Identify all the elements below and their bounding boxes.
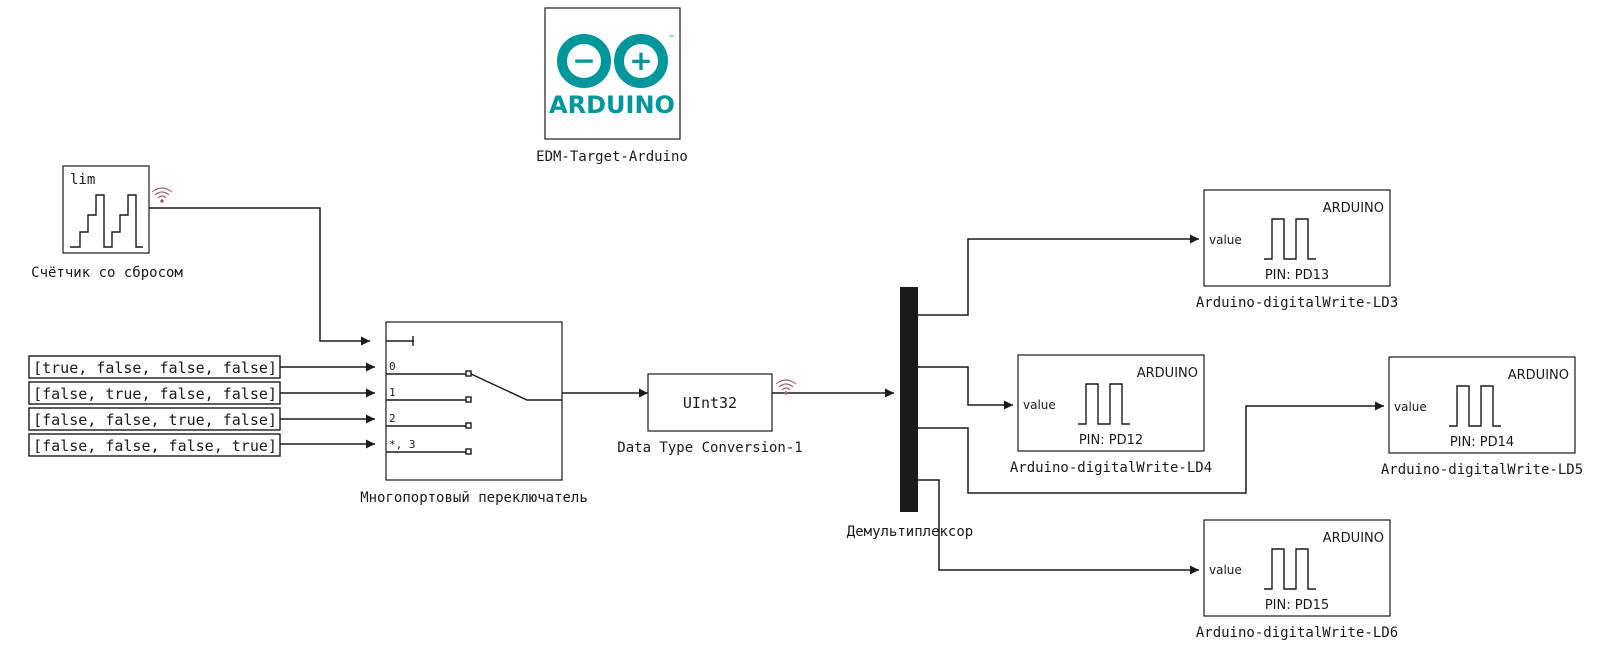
constant-block-0[interactable]: [true, false, false, false] (28, 355, 281, 379)
writer-brand: ARDUINO (1323, 531, 1384, 546)
writer-brand: ARDUINO (1323, 201, 1384, 216)
signal-lines (148, 207, 1384, 575)
arduino-logo: − + ™ ARDUINO (549, 34, 675, 119)
multiport-switch-block[interactable]: 0 1 2 *, 3 Многопортовый переключатель (360, 321, 588, 506)
conversion-block-label: Data Type Conversion-1 (617, 440, 802, 456)
constant-block-1[interactable]: [false, true, false, false] (28, 381, 281, 405)
constant-block-2[interactable]: [false, false, true, false] (28, 407, 281, 431)
pulse-icon (1078, 383, 1130, 425)
line-counter-to-switch-control[interactable] (148, 207, 370, 346)
line-demux-to-ld3[interactable] (918, 234, 1199, 316)
logo-minus: − (572, 44, 595, 77)
writer-port: value (1209, 563, 1242, 577)
counter-block[interactable]: lim Счётчик со сбросом (31, 165, 183, 281)
writer-pin: PIN: PD14 (1450, 435, 1514, 450)
switch-port-0: 0 (389, 360, 396, 373)
writer-brand: ARDUINO (1508, 368, 1569, 383)
pulse-icon (1449, 385, 1501, 427)
switch-port-lines (386, 370, 472, 455)
writer-block-ld5[interactable]: ARDUINO value PIN: PD14 Arduino-digitalW… (1381, 356, 1583, 478)
constant-0-value: [true, false, false, false] (33, 359, 277, 377)
demux-block-label: Демультиплексор (847, 524, 973, 540)
switch-arm (470, 373, 562, 401)
conversion-block[interactable]: UInt32 Data Type Conversion-1 (617, 373, 803, 456)
writer-label: Arduino-digitalWrite-LD4 (1010, 460, 1212, 476)
writer-pin: PIN: PD13 (1265, 268, 1329, 283)
conversion-type-text: UInt32 (683, 394, 737, 412)
switch-block-label: Многопортовый переключатель (360, 490, 588, 506)
line-demux-to-ld4[interactable] (918, 366, 1013, 410)
staircase-icon (70, 194, 143, 248)
counter-lim-text: lim (70, 172, 95, 188)
switch-port-3: *, 3 (389, 438, 416, 451)
writer-port: value (1209, 233, 1242, 247)
writer-pin: PIN: PD12 (1079, 433, 1143, 448)
constant-blocks: [true, false, false, false] [false, true… (28, 355, 281, 457)
target-arduino-block[interactable]: − + ™ ARDUINO EDM-Target-Arduino (536, 7, 688, 165)
writer-block-ld3[interactable]: ARDUINO value PIN: PD13 Arduino-digitalW… (1196, 189, 1398, 311)
writer-brand: ARDUINO (1137, 366, 1198, 381)
writer-label: Arduino-digitalWrite-LD5 (1381, 462, 1583, 478)
writer-label: Arduino-digitalWrite-LD3 (1196, 295, 1398, 311)
line-demux-to-ld5[interactable] (918, 401, 1384, 494)
counter-block-label: Счётчик со сбросом (31, 265, 183, 281)
target-block-label: EDM-Target-Arduino (536, 149, 688, 165)
demux-block[interactable]: Демультиплексор (847, 287, 973, 540)
writer-block-ld6[interactable]: ARDUINO value PIN: PD15 Arduino-digitalW… (1196, 519, 1398, 641)
writer-block-ld4[interactable]: ARDUINO value PIN: PD12 Arduino-digitalW… (1010, 354, 1212, 476)
logo-trademark: ™ (668, 34, 675, 42)
constant-1-value: [false, true, false, false] (33, 385, 277, 403)
logo-text: ARDUINO (549, 91, 675, 119)
logo-right-ring (614, 34, 668, 88)
switch-port-1: 1 (389, 386, 396, 399)
constant-2-value: [false, false, true, false] (33, 411, 277, 429)
constant-3-value: [false, false, false, true] (33, 437, 277, 455)
writer-port: value (1023, 398, 1056, 412)
writer-port: value (1394, 400, 1427, 414)
pulse-icon (1264, 548, 1316, 590)
switch-port-2: 2 (389, 412, 396, 425)
wifi-signal-icon (775, 379, 797, 395)
pulse-icon (1264, 218, 1316, 260)
constant-block-3[interactable]: [false, false, false, true] (28, 433, 281, 457)
line-demux-to-ld6[interactable] (918, 479, 1199, 575)
writer-label: Arduino-digitalWrite-LD6 (1196, 625, 1398, 641)
writer-pin: PIN: PD15 (1265, 598, 1329, 613)
wifi-signal-icon (151, 187, 173, 203)
logo-plus: + (629, 44, 652, 77)
logo-left-ring (557, 34, 611, 88)
